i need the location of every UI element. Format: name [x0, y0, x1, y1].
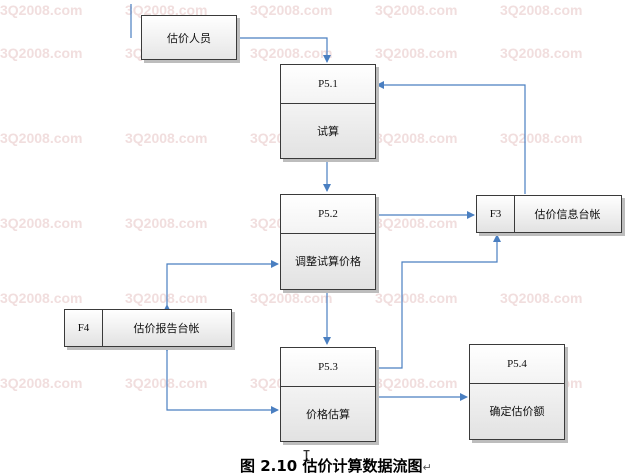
watermark-text: 3Q2008.com	[375, 375, 458, 391]
process-label: 调整试算价格	[295, 255, 361, 268]
process-label: 价格估算	[306, 407, 350, 421]
paragraph-mark-icon: ↵	[422, 461, 432, 474]
watermark-text: 3Q2008.com	[250, 2, 333, 18]
figure-caption: 图 2.10 估价计算数据流图↵	[240, 455, 432, 476]
watermark-text: 3Q2008.com	[375, 2, 458, 18]
data-store-f4: F4 估价报告台帐	[64, 309, 232, 347]
flow-f3-to-p51	[376, 81, 526, 194]
text-cursor-icon: Ι	[302, 447, 312, 465]
watermark-text: 3Q2008.com	[375, 215, 458, 231]
watermark-text: 3Q2008.com	[125, 215, 208, 231]
process-label: 试算	[317, 124, 339, 138]
store-id: F3	[477, 196, 515, 232]
process-p5-4: P5.4 确定估价额	[469, 344, 565, 440]
watermark-text: 3Q2008.com	[0, 375, 83, 391]
flow-entity-to-p51	[237, 37, 331, 63]
external-entity-label: 估价人员	[167, 31, 211, 45]
process-id: P5.1	[281, 65, 375, 104]
watermark-text: 3Q2008.com	[500, 2, 583, 18]
process-id: P5.2	[281, 195, 375, 234]
store-label: 估价信息台帐	[534, 208, 601, 221]
data-store-f3: F3 估价信息台帐	[476, 195, 622, 233]
process-id: P5.4	[470, 345, 564, 384]
external-entity-estimator: 估价人员	[141, 15, 237, 60]
process-p5-1: P5.1 试算	[280, 64, 376, 159]
watermark-text: 3Q2008.com	[125, 130, 208, 146]
watermark-text: 3Q2008.com	[0, 130, 83, 146]
flow-f4-p52	[163, 260, 279, 312]
watermark-text: 3Q2008.com	[250, 45, 333, 61]
process-id: P5.3	[281, 348, 375, 387]
process-p5-2: P5.2 调整试算价格	[280, 194, 376, 290]
watermark-text: 3Q2008.com	[0, 290, 83, 306]
process-p5-3: P5.3 价格估算	[280, 347, 376, 442]
watermark-text: 3Q2008.com	[375, 45, 458, 61]
flow-f4-p53	[163, 344, 279, 414]
caption-text: 图 2.10 估价计算数据流图	[240, 457, 423, 475]
watermark-text: 3Q2008.com	[500, 290, 583, 306]
watermark-text: 3Q2008.com	[0, 215, 83, 231]
watermark-text: 3Q2008.com	[500, 45, 583, 61]
watermark-text: 3Q2008.com	[0, 45, 83, 61]
flow-p53-f3	[372, 234, 501, 372]
watermark-text: 3Q2008.com	[375, 130, 458, 146]
watermark-text: 3Q2008.com	[500, 130, 583, 146]
watermark-text: 3Q2008.com	[125, 2, 208, 18]
watermark-text: 3Q2008.com	[0, 2, 83, 18]
store-id: F4	[65, 310, 103, 346]
store-label: 估价报告台帐	[133, 322, 200, 335]
process-label: 确定估价额	[489, 405, 545, 418]
